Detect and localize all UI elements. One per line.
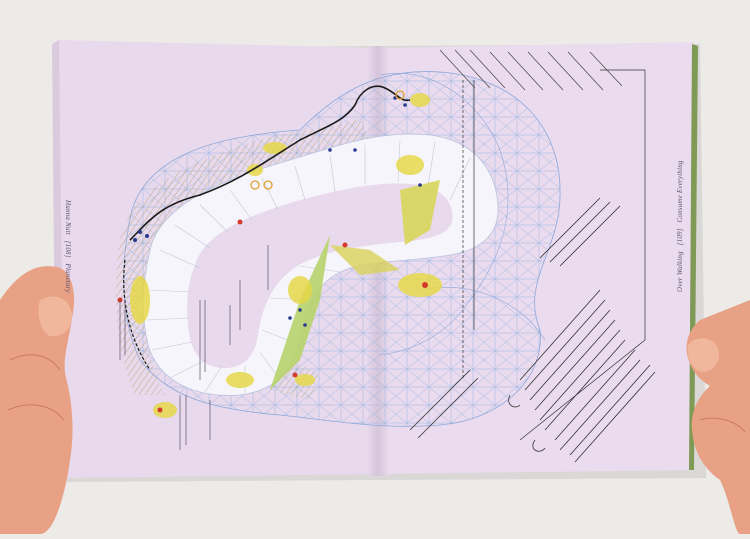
left-author: Hanna Nutt xyxy=(64,200,72,235)
right-title: Consume Everything xyxy=(676,160,684,222)
left-hand xyxy=(0,266,74,534)
right-page-number: [109] xyxy=(676,228,684,245)
left-running-head: Hanna Nutt [108] Planetary xyxy=(64,200,72,293)
left-section: Planetary xyxy=(64,264,72,293)
right-running-head: Over Walking [109] Consume Everything xyxy=(676,160,684,292)
left-page-number: [108] xyxy=(64,241,72,258)
right-section: Over Walking xyxy=(676,251,684,292)
